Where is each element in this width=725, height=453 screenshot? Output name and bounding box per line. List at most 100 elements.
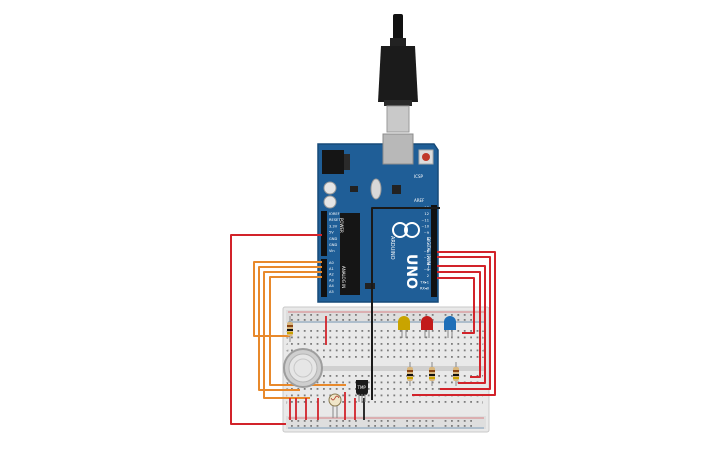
breadboard-hole: [463, 330, 466, 332]
pin-label-analog: A1: [329, 267, 334, 271]
pin-label-power: GND: [329, 243, 337, 247]
breadboard-hole: [444, 425, 447, 427]
pin-label-analog: A4: [329, 284, 334, 288]
breadboard-row-letter: e: [482, 355, 484, 359]
resistor: [429, 362, 435, 386]
breadboard-hole: [348, 319, 351, 321]
breadboard-hole: [406, 425, 408, 427]
breadboard-hole: [374, 381, 376, 384]
breadboard-hole: [425, 349, 428, 352]
breadboard-hole: [348, 343, 351, 345]
breadboard-hole: [476, 330, 479, 332]
breadboard-hole: [297, 343, 300, 345]
breadboard-hole: [316, 394, 319, 397]
breadboard-row-letter: d: [287, 349, 289, 353]
breadboard-hole: [419, 425, 421, 427]
breadboard-hole: [425, 343, 428, 345]
breadboard-hole: [323, 401, 325, 403]
breadboard-hole: [451, 314, 453, 316]
breadboard-hole: [387, 401, 389, 403]
breadboard-hole: [316, 319, 319, 321]
breadboard-hole: [355, 330, 357, 332]
breadboard-hole: [470, 420, 472, 422]
breadboard-hole: [444, 401, 447, 403]
breadboard-hole: [431, 420, 434, 422]
breadboard-hole: [310, 388, 312, 390]
breadboard-hole: [310, 330, 312, 332]
breadboard-hole: [374, 420, 376, 422]
breadboard-hole: [406, 420, 408, 422]
breadboard-hole: [399, 381, 402, 384]
breadboard-hole: [476, 356, 479, 358]
breadboard-hole: [335, 375, 338, 377]
breadboard-hole: [329, 394, 332, 397]
breadboard-hole: [425, 330, 428, 332]
breadboard-hole: [393, 425, 396, 427]
breadboard-hole: [399, 388, 402, 390]
breadboard-hole: [457, 343, 460, 345]
breadboard-hole: [457, 425, 460, 427]
breadboard-hole: [367, 330, 370, 332]
breadboard-hole: [463, 375, 466, 377]
breadboard-hole: [444, 330, 447, 332]
breadboard-hole: [393, 381, 396, 384]
breadboard-hole: [310, 420, 312, 422]
breadboard-hole: [355, 319, 357, 321]
breadboard-hole: [310, 394, 312, 397]
breadboard-hole: [380, 394, 383, 397]
breadboard-hole: [316, 336, 319, 339]
breadboard-hole: [431, 349, 434, 352]
breadboard-hole: [361, 375, 364, 377]
breadboard-hole: [310, 319, 312, 321]
breadboard-hole: [355, 394, 357, 397]
breadboard-hole: [470, 319, 472, 321]
breadboard-hole: [367, 388, 370, 390]
breadboard-hole: [335, 381, 338, 384]
breadboard-hole: [387, 375, 389, 377]
power-jack: [322, 150, 344, 174]
breadboard-hole: [367, 356, 370, 358]
breadboard-hole: [329, 314, 332, 316]
breadboard-hole: [323, 394, 325, 397]
breadboard-hole: [380, 336, 383, 339]
led-blue-icon: [444, 316, 456, 338]
breadboard-hole: [367, 319, 370, 321]
breadboard-hole: [367, 394, 370, 397]
breadboard-hole: [425, 375, 428, 377]
breadboard-hole: [438, 375, 440, 377]
pin-label-analog: A2: [329, 273, 334, 277]
breadboard-hole: [476, 343, 479, 345]
breadboard-hole: [438, 349, 440, 352]
breadboard-hole: [406, 336, 408, 339]
breadboard-hole: [342, 420, 344, 422]
pin-label-digital: 8: [427, 237, 430, 241]
breadboard-hole: [457, 349, 460, 352]
breadboard-hole: [374, 319, 376, 321]
breadboard-hole: [355, 336, 357, 339]
breadboard-hole: [316, 343, 319, 345]
breadboard-hole: [291, 401, 293, 403]
breadboard-hole: [355, 420, 357, 422]
breadboard-hole: [412, 356, 415, 358]
breadboard-hole: [393, 343, 396, 345]
breadboard-hole: [444, 381, 447, 384]
pin-label-power: 3.3V: [329, 224, 338, 228]
breadboard-hole: [438, 401, 440, 403]
breadboard-hole: [470, 330, 472, 332]
breadboard-hole: [399, 394, 402, 397]
breadboard-hole: [380, 343, 383, 345]
breadboard-hole: [355, 349, 357, 352]
breadboard-hole: [451, 381, 453, 384]
breadboard-hole: [348, 314, 351, 316]
breadboard-hole: [303, 394, 306, 397]
breadboard-hole: [374, 375, 376, 377]
breadboard-hole: [444, 356, 447, 358]
reset-button[interactable]: [418, 149, 434, 165]
breadboard-row-letter: c: [482, 342, 484, 346]
pin-label-digital: 4: [427, 262, 430, 266]
breadboard-hole: [342, 375, 344, 377]
breadboard-hole: [291, 388, 293, 390]
breadboard-hole: [457, 420, 460, 422]
breadboard-hole: [367, 425, 370, 427]
